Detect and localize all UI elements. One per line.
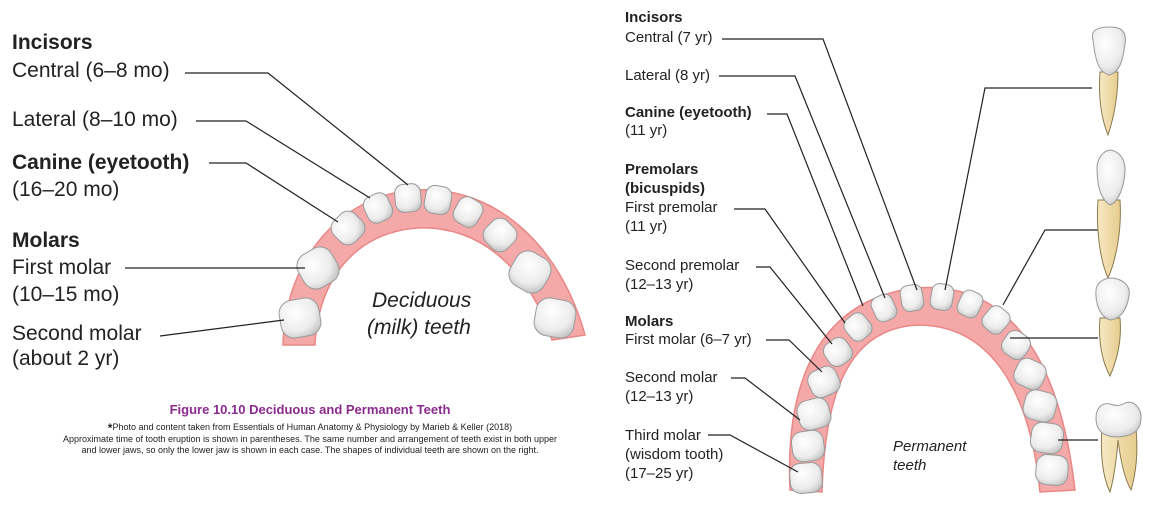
leader-incisor-shape	[944, 87, 1092, 291]
deciduous-tooth	[330, 210, 366, 246]
perm-arch-label-line2: teeth	[893, 457, 927, 474]
permanent-leader-lines	[708, 38, 1100, 473]
perm-second-molar-label: Second molar	[625, 369, 718, 386]
figure-caption-body: Approximate time of tooth eruption is sh…	[0, 434, 620, 457]
dec-canine-age: (16–20 mo)	[12, 178, 120, 201]
perm-canine-age: (11 yr)	[625, 122, 668, 139]
leader-perm-first-molar	[766, 339, 823, 373]
molar-shape	[1095, 401, 1142, 494]
dec-first-molar-age: (10–15 mo)	[12, 283, 120, 306]
deciduous-tooth	[452, 196, 484, 228]
deciduous-teeth	[278, 183, 577, 339]
permanent-tooth	[1029, 421, 1065, 455]
perm-second-premolar-label: Second premolar	[625, 257, 740, 274]
figure-title: Figure 10.10 Deciduous and Permanent Tee…	[169, 402, 451, 417]
perm-third-molar-sub: (wisdom tooth)	[625, 446, 724, 463]
caption-line-1: Approximate time of tooth eruption is sh…	[62, 434, 558, 444]
perm-first-molar-label: First molar (6–7 yr)	[625, 331, 752, 348]
permanent-tooth	[790, 429, 826, 463]
perm-premolars-heading: Premolars	[625, 161, 699, 178]
premolar-shape	[1095, 277, 1130, 378]
incisor-shape	[1091, 26, 1126, 137]
dec-second-molar-age: (about 2 yr)	[12, 347, 120, 370]
credit-text: Photo and content taken from Essentials …	[112, 422, 513, 432]
leader-perm-first-premolar	[734, 208, 846, 324]
deciduous-tooth	[394, 183, 422, 213]
deciduous-tooth	[296, 246, 340, 290]
permanent-tooth	[899, 284, 925, 312]
deciduous-leader-lines	[125, 72, 409, 337]
leader-perm-central	[722, 38, 918, 291]
perm-central-label: Central (7 yr)	[625, 29, 713, 46]
credit-marker: *	[107, 421, 113, 435]
perm-molars-heading: Molars	[625, 313, 674, 330]
perm-third-molar-label: Third molar	[625, 427, 701, 444]
permanent-tooth	[870, 293, 898, 323]
permanent-tooth	[807, 365, 841, 399]
perm-incisors-heading: Incisors	[625, 9, 683, 26]
dec-canine-heading: Canine (eyetooth)	[12, 151, 190, 174]
dec-second-molar-label: Second molar	[12, 322, 142, 345]
dec-central-label: Central (6–8 mo)	[12, 59, 170, 82]
deciduous-tooth	[533, 297, 577, 339]
perm-canine-heading: Canine (eyetooth)	[625, 104, 752, 121]
leader-dec-lateral	[196, 120, 371, 199]
leader-dec-canine	[209, 162, 339, 223]
permanent-tooth	[929, 283, 955, 311]
permanent-tooth	[1022, 389, 1058, 423]
permanent-tooth	[981, 305, 1011, 335]
permanent-tooth	[1035, 454, 1069, 486]
leader-canine-shape	[1002, 229, 1100, 306]
permanent-tooth	[1013, 357, 1047, 391]
leader-perm-third-molar	[708, 434, 799, 473]
dec-arch-label-line2: (milk) teeth	[367, 316, 471, 339]
leader-perm-second-molar	[731, 377, 801, 421]
deciduous-tooth	[423, 184, 453, 216]
dec-first-molar-label: First molar	[12, 256, 112, 279]
dec-arch-label-line1: Deciduous	[372, 289, 472, 312]
leader-dec-central	[185, 72, 409, 186]
permanent-tooth	[843, 312, 873, 342]
deciduous-tooth	[482, 217, 518, 253]
perm-arch-label-line1: Permanent	[893, 438, 967, 455]
deciduous-tooth	[508, 250, 552, 294]
dec-molars-heading: Molars	[12, 229, 80, 252]
leader-dec-second-molar	[159, 319, 285, 337]
deciduous-tooth	[362, 192, 394, 224]
deciduous-tooth	[278, 297, 322, 339]
leader-perm-lateral	[719, 75, 886, 299]
perm-second-premolar-age: (12–13 yr)	[625, 276, 694, 293]
dec-incisors-heading: Incisors	[12, 31, 93, 54]
permanent-tooth	[789, 462, 823, 494]
perm-third-molar-age: (17–25 yr)	[625, 465, 694, 482]
perm-first-premolar-age: (11 yr)	[625, 218, 668, 235]
perm-second-molar-age: (12–13 yr)	[625, 388, 694, 405]
leader-perm-canine	[767, 113, 864, 307]
perm-premolars-sub: (bicuspids)	[625, 180, 706, 197]
perm-lateral-label: Lateral (8 yr)	[625, 67, 711, 84]
permanent-teeth	[789, 283, 1069, 494]
permanent-tooth	[956, 289, 984, 319]
canine-shape	[1096, 149, 1126, 280]
figure-credit: *Photo and content taken from Essentials…	[0, 421, 620, 435]
leader-perm-second-premolar	[756, 266, 833, 345]
perm-first-premolar-label: First premolar	[625, 199, 718, 216]
caption-line-2: and lower jaws, so only the lower jaw is…	[81, 445, 539, 456]
dec-lateral-label: Lateral (8–10 mo)	[12, 108, 178, 131]
